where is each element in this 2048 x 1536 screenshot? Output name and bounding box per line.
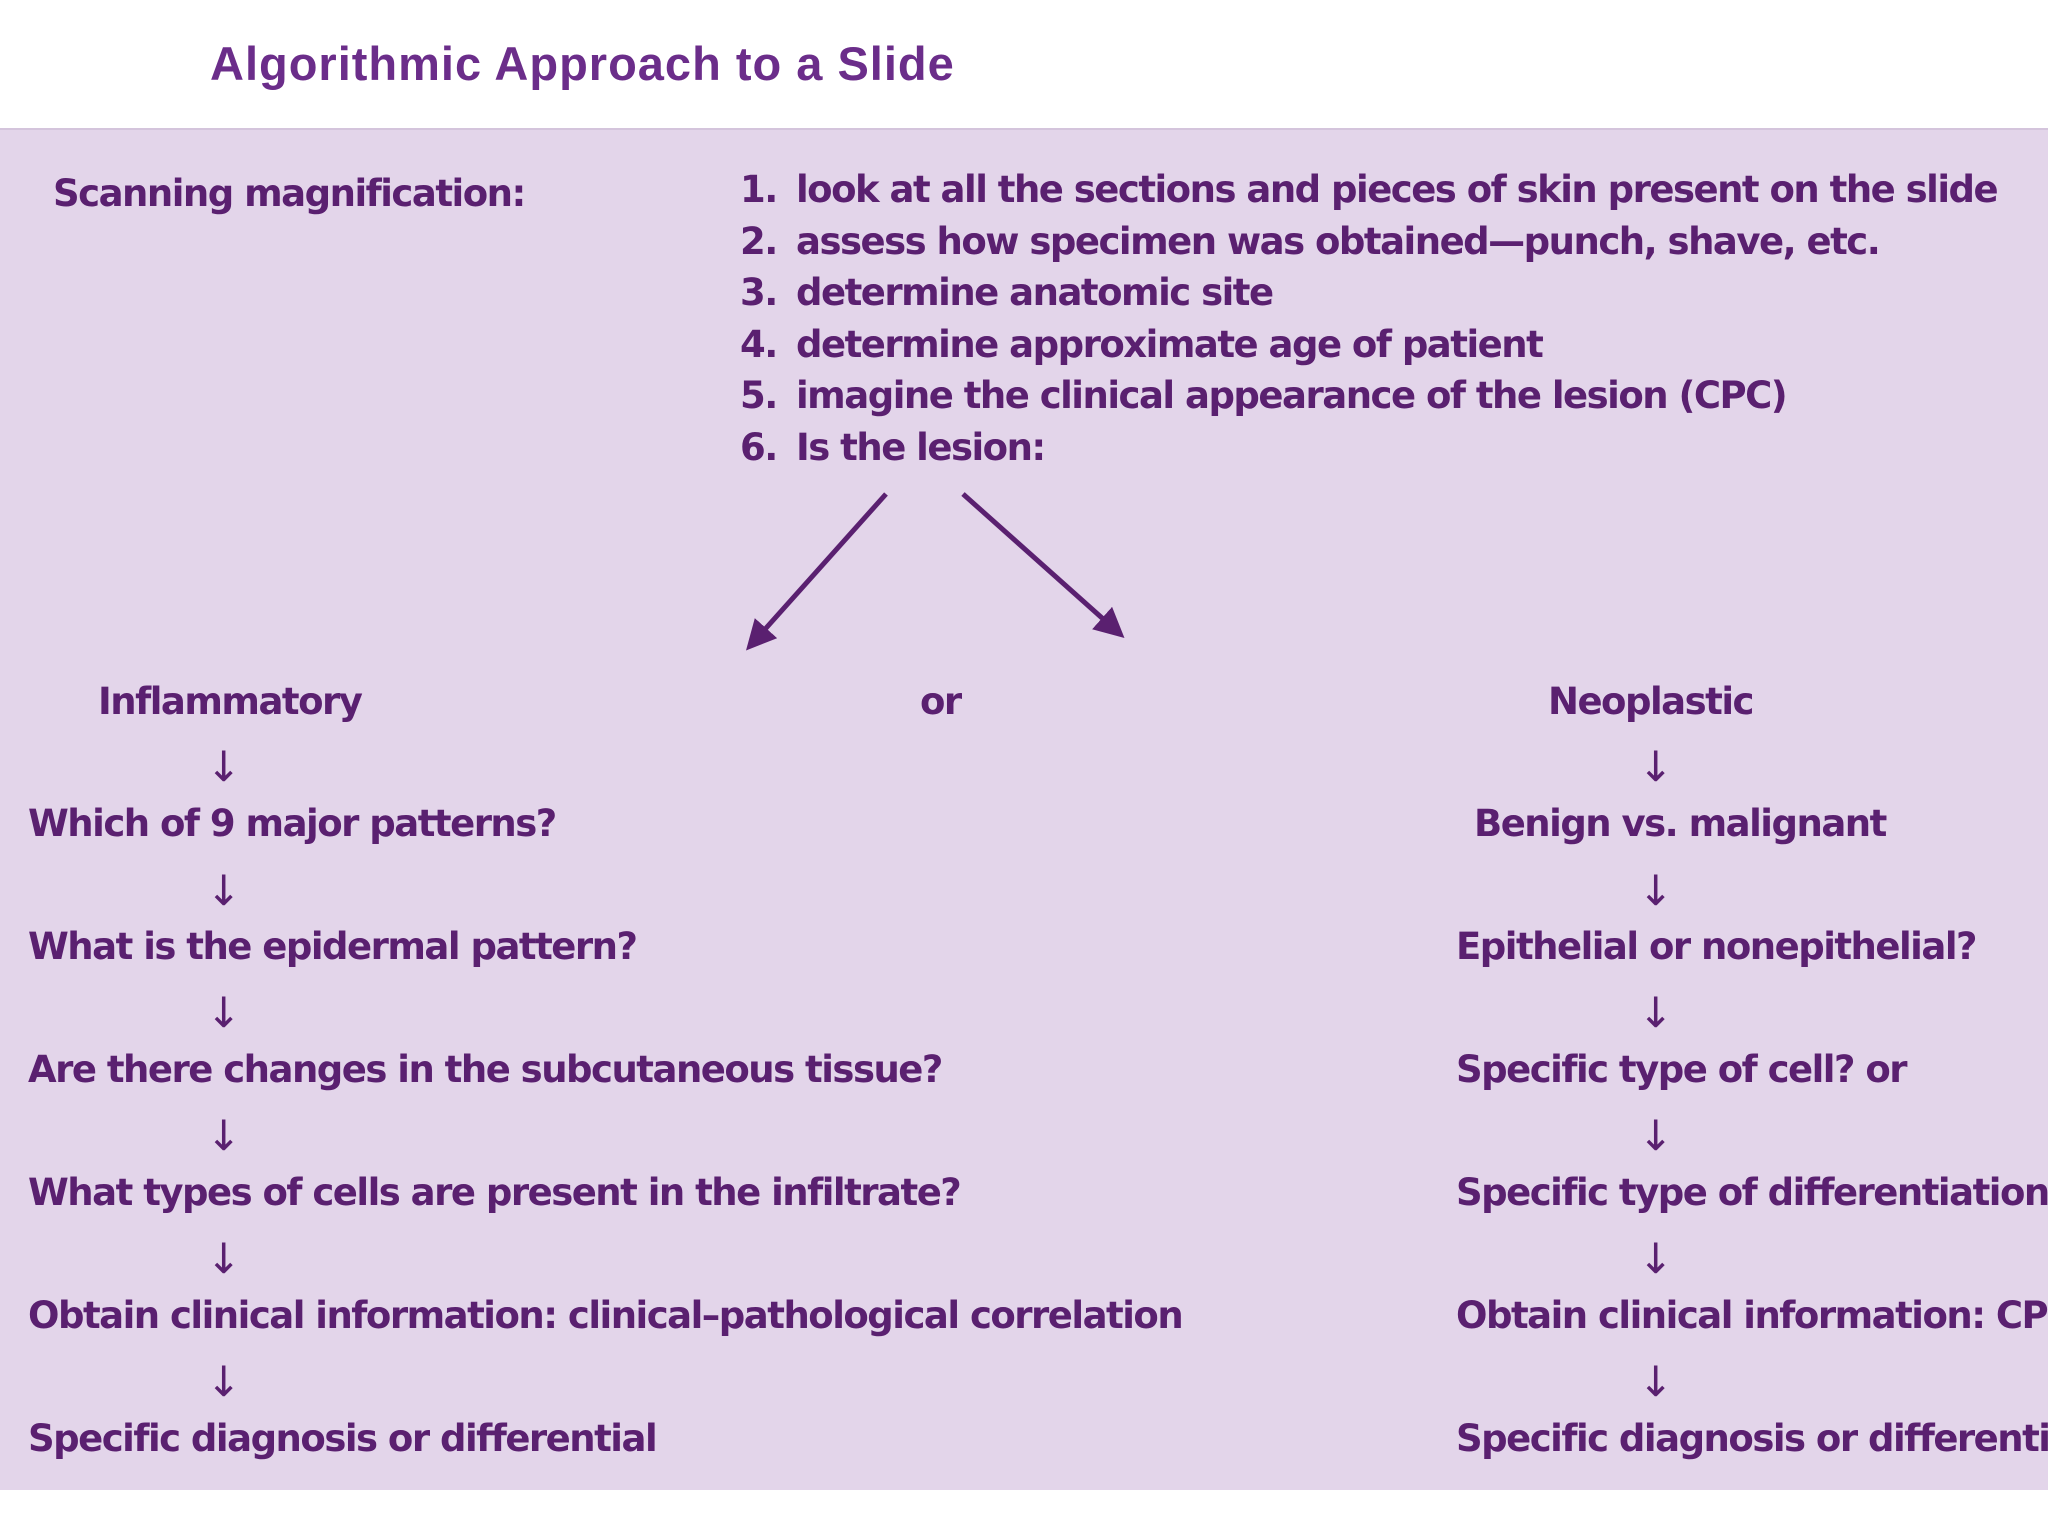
down-arrow-icon: ↓ — [1638, 988, 1674, 1037]
step-number: 5. — [740, 374, 778, 417]
step-number: 6. — [740, 425, 778, 469]
neoplastic-step: Specific diagnosis or differential — [1456, 1417, 2048, 1460]
down-arrow-icon: ↓ — [206, 866, 242, 915]
step-item: 4. determine approximate age of patient — [740, 323, 1997, 375]
down-arrow-icon: ↓ — [1638, 866, 1674, 915]
step-number: 1. — [740, 168, 778, 211]
step-item: 5. imagine the clinical appearance of the… — [740, 374, 1997, 426]
down-arrow-icon: ↓ — [1638, 1357, 1674, 1406]
step-text: determine approximate age of patient — [796, 322, 1544, 366]
down-arrow-icon: ↓ — [206, 742, 242, 791]
step-number: 2. — [740, 219, 778, 263]
inflammatory-step: What is the epidermal pattern? — [28, 925, 638, 968]
step-item: 1. look at all the sections and pieces of… — [740, 168, 1999, 220]
down-arrow-icon: ↓ — [1638, 1234, 1674, 1283]
step-item: 6. Is the lesion: — [740, 426, 1997, 478]
inflammatory-step: Specific diagnosis or differential — [28, 1417, 658, 1460]
arrow-to-neoplastic — [961, 492, 1125, 638]
inflammatory-heading: Inflammatory — [98, 680, 363, 723]
inflammatory-step: Are there changes in the subcutaneous ti… — [28, 1048, 943, 1091]
algorithm-panel: Scanning magnification: 1. look at all th… — [0, 128, 2048, 1490]
neoplastic-step: Specific type of differentiation? — [1456, 1171, 2048, 1214]
inflammatory-step: What types of cells are present in the i… — [28, 1171, 962, 1214]
down-arrow-icon: ↓ — [1638, 742, 1674, 791]
step-item: 2. assess how specimen was obtained—punch… — [740, 220, 1997, 272]
step-text: assess how specimen was obtained—punch, … — [796, 219, 1881, 263]
step-text: imagine the clinical appearance of the l… — [796, 374, 1788, 417]
down-arrow-icon: ↓ — [1638, 1111, 1674, 1160]
neoplastic-step: Obtain clinical information: CPC — [1456, 1294, 2048, 1337]
step-list: 1. look at all the sections and pieces of… — [740, 168, 1999, 478]
step-number: 3. — [740, 271, 778, 314]
branch-arrows — [745, 492, 1125, 651]
neoplastic-heading: Neoplastic — [1548, 680, 1754, 723]
inflammatory-step: Obtain clinical information: clinical–pa… — [28, 1294, 1184, 1337]
step-number: 4. — [740, 322, 778, 366]
neoplastic-step: Benign vs. malignant — [1474, 802, 1887, 845]
down-arrow-icon: ↓ — [206, 1357, 242, 1406]
scanning-magnification-label: Scanning magnification: — [53, 172, 526, 215]
neoplastic-step: Epithelial or nonepithelial? — [1456, 925, 1977, 968]
step-text: look at all the sections and pieces of s… — [796, 168, 1999, 211]
step-text: determine anatomic site — [796, 271, 1274, 314]
down-arrow-icon: ↓ — [206, 1111, 242, 1160]
step-text: Is the lesion: — [796, 425, 1046, 469]
down-arrow-icon: ↓ — [206, 1234, 242, 1283]
arrow-to-inflammatory — [745, 492, 888, 651]
or-connector: or — [920, 680, 962, 723]
inflammatory-step: Which of 9 major patterns? — [28, 802, 557, 845]
neoplastic-step: Specific type of cell? or — [1456, 1048, 1908, 1091]
step-item: 3. determine anatomic site — [740, 271, 1997, 323]
down-arrow-icon: ↓ — [206, 988, 242, 1037]
page-title: Algorithmic Approach to a Slide — [210, 37, 955, 90]
